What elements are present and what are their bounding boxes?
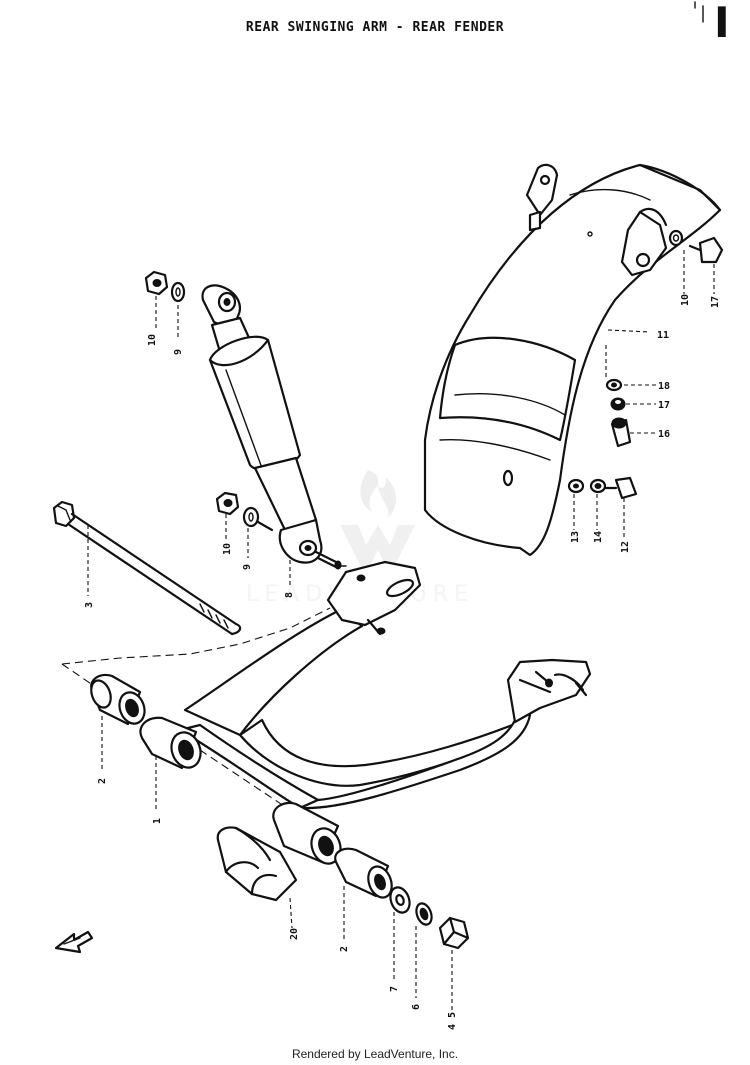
callout-nut-top: 10 — [147, 334, 158, 346]
page-index-mark: I — [714, 0, 730, 47]
callout-nut-4-5: 4 5 — [447, 1012, 458, 1030]
callout-bolt-top: 17 — [710, 296, 721, 308]
credit-footer: Rendered by LeadVenture, Inc. — [291, 1047, 459, 1061]
callout-bushing-center: 1 — [152, 818, 163, 824]
bushing-center-1 — [139, 716, 202, 770]
callout-washer-13: 13 — [570, 531, 581, 543]
callouts: 10 9 10 9 8 3 2 1 20 2 7 6 4 5 11 18 17 … — [84, 294, 721, 1030]
callout-bracket: 20 — [289, 928, 300, 940]
pivot-bolt-3 — [52, 500, 242, 636]
callout-fender: 11 — [657, 330, 669, 341]
pivot-bushing-right — [272, 801, 342, 865]
swinging-arm — [61, 560, 592, 811]
washer-6 — [415, 902, 433, 926]
callout-bolt-12: 12 — [620, 541, 631, 553]
callout-shock-nut: 10 — [222, 543, 233, 555]
bracket-20 — [216, 826, 298, 902]
fender-bolt-16 — [610, 417, 632, 448]
callout-washer-6: 6 — [411, 1004, 422, 1010]
page-title: REAR SWINGING ARM - REAR FENDER — [245, 20, 505, 35]
nut-4-5 — [438, 916, 470, 950]
bushing-right-2 — [334, 847, 393, 899]
top-nut-10 — [144, 270, 169, 296]
fender-washer-18 — [605, 378, 623, 392]
washer-7 — [389, 886, 411, 914]
shock-washer-9 — [242, 506, 274, 532]
callout-bushing-left: 2 — [97, 778, 108, 784]
callout-washer-14: 14 — [593, 531, 604, 543]
fender-nut-17 — [610, 397, 626, 411]
callout-washer-7: 7 — [389, 986, 400, 992]
rear-fender — [423, 163, 722, 557]
fender-washer-13 — [567, 478, 585, 494]
callout-shock-lower: 8 — [284, 592, 295, 598]
bushing-left-2 — [90, 673, 146, 726]
callout-shock-washer: 9 — [242, 564, 253, 570]
fender-washer-14 — [589, 478, 607, 494]
fender-bolt-17-top — [668, 229, 724, 264]
callout-fender-washer: 18 — [658, 381, 670, 392]
rear-shock-absorber — [201, 284, 347, 570]
callout-bushing-right: 2 — [339, 946, 350, 952]
watermark-logo-icon: LEADVENTURE — [246, 470, 468, 607]
front-direction-arrow-icon — [54, 930, 94, 954]
leader-lines — [87, 250, 715, 1014]
shock-nut-10 — [215, 491, 240, 516]
callout-washer-10-right: 10 — [680, 294, 691, 306]
top-washer-9 — [170, 281, 186, 303]
callout-fender-nut: 17 — [658, 400, 670, 411]
callout-pivot-bolt: 3 — [84, 602, 95, 608]
fender-bolt-12 — [604, 476, 638, 500]
callout-washer-top: 9 — [173, 349, 184, 355]
callout-fender-bolt: 16 — [658, 429, 670, 440]
